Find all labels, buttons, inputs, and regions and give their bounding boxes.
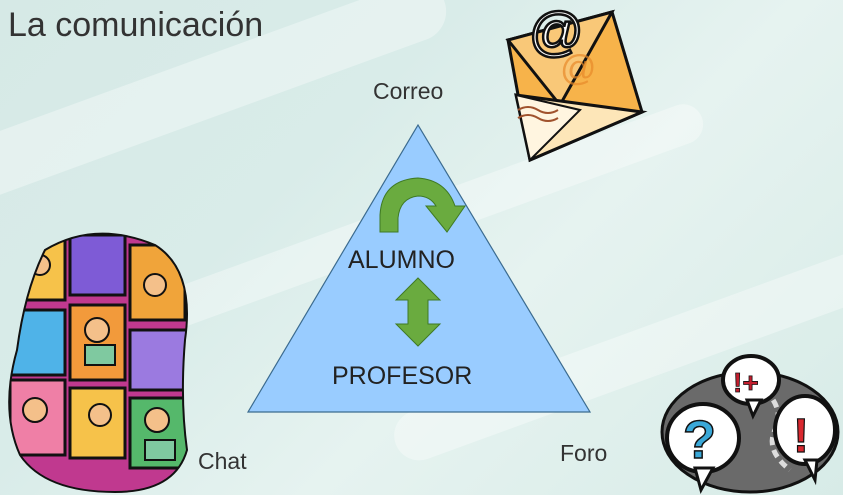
svg-text:?: ?	[683, 410, 716, 470]
svg-text:!: !	[793, 410, 809, 463]
svg-text:@: @	[560, 47, 597, 88]
slide-title: La comunicación	[8, 6, 264, 44]
email-envelope-icon: @ @	[505, 1, 648, 163]
label-foro: Foro	[560, 440, 608, 466]
double-arrow-icon	[394, 277, 442, 347]
label-correo: Correo	[373, 78, 444, 104]
svg-text:!+: !+	[733, 367, 759, 398]
curved-arrow-icon	[379, 177, 466, 233]
chat-people-icon	[8, 232, 189, 494]
svg-text:@: @	[528, 2, 583, 62]
forum-bubbles-icon: ? !+ !	[660, 354, 840, 494]
label-chat: Chat	[198, 448, 247, 474]
triangle-shape	[246, 123, 592, 413]
role-profesor: PROFESOR	[332, 362, 473, 390]
role-alumno: ALUMNO	[348, 246, 455, 274]
